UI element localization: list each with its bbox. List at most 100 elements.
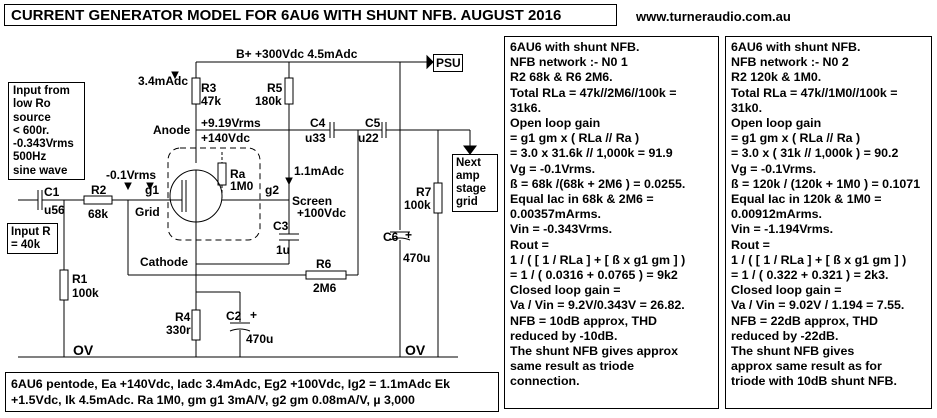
c6-value: 470u [403,251,431,265]
note-line: Vg = -0.1Vrms. [731,161,817,176]
notes-nfb-network-1: 6AU6 with shunt NFB. NFB network :- N0 1… [504,36,719,409]
next-stage-line: stage [456,183,487,195]
note-line: Open loop gain [510,116,601,131]
note-line: = 1 / ( 0.0316 + 0.0765 ) = 9k2 [510,268,678,283]
r7-label: R7 [416,185,432,199]
note-line: Rout = [510,237,549,252]
note-line: ß = 68k /(68k + 2M6 ) = 0.0255. [510,176,686,191]
c5-label: C5 [365,116,381,130]
c1-value: u56 [44,203,65,217]
note-line: The shunt NFB gives approx [510,344,678,359]
next-stage-box: Next amp stage grid [452,154,498,212]
screen-label: Screen [292,194,333,208]
grid-vrms: -0.1Vrms [106,168,157,182]
r7-value: 100k [404,198,431,212]
note-line: 0.00912mArms. [731,207,822,222]
input-line: -0.343Vrms [13,138,74,151]
note-line: NFB = 10dB approx, THD [510,313,657,328]
note-line: Rout = [731,237,770,252]
note-line: 31k0. [731,100,763,115]
input-line: sine wave [13,164,68,177]
note-line: NFB network :- N0 2 [731,55,849,70]
page-title: CURRENT GENERATOR MODEL FOR 6AU6 WITH SH… [4,4,617,26]
spec-line: 6AU6 pentode, Ea +140Vdc, Iadc 3.4mAdc, … [11,377,451,391]
r2-value: 68k [88,207,109,221]
r4-value: 330r [166,323,191,337]
r3-value: 47k [201,94,222,108]
input-line: < 600r. [13,124,50,137]
c6-label: C6 [383,230,399,244]
note-line: same result as triode [510,359,634,374]
r3-label: R3 [201,81,217,95]
psu-box: PSU [433,54,463,72]
current-34-label: 3.4mAdc [138,74,189,88]
input-r-line: = 40k [11,239,41,251]
g2-label: g2 [265,183,280,197]
c1-label: C1 [44,185,60,199]
anode-vrms: +9.19Vrms [201,116,261,130]
c4-value: u33 [305,131,326,145]
spec-line: +1.5Vdc, Ik 4.5mAdc. Ra 1M0, gm g1 3mA/V… [11,393,415,407]
r5-value: 180k [255,94,282,108]
r4-label: R4 [175,310,191,324]
current-11-label: 1.1mAdc [294,164,345,178]
note-line: Closed loop gain = [510,283,621,298]
note-line: NFB network :- N0 1 [510,55,628,70]
input-r-box: Input R = 40k [7,223,58,254]
note-line: = 3.0 x 31.6k // 1,000k = 91.9 [510,146,673,161]
note-line: Equal Iac in 120k & 1M0 = [731,192,882,207]
next-stage-line: amp [456,170,480,182]
r1-label: R1 [72,272,88,286]
c2-label: C2 [226,309,242,323]
input-source-box: Input from low Ro source < 600r. -0.343V… [8,82,85,180]
ra-value: 1M0 [230,179,254,193]
c4-label: C4 [310,116,326,130]
c2-plus: + [250,308,258,322]
next-stage-line: Next [456,157,481,169]
c3-value: 1u [276,243,291,257]
note-line: approx same result as for [731,359,882,374]
note-line: 0.00357mArms. [510,207,601,222]
cathode-label: Cathode [140,255,188,269]
ra-label: Ra [230,167,246,181]
note-line: Equal Iac in 68k & 2M6 = [510,192,654,207]
note-line: 1 / ( [ 1 / RLa ] + [ ß x g1 gm ] ) [510,252,686,267]
note-line: Closed loop gain = [731,283,842,298]
input-line: Input from [13,85,70,97]
anode-label: Anode [153,123,191,137]
note-line: NFB = 22dB approx, THD [731,313,878,328]
note-line: 31k6. [510,100,542,115]
input-line: 500Hz [13,151,47,164]
r6-label: R6 [316,257,332,271]
input-r-line: Input R [11,226,51,238]
r5-label: R5 [267,81,283,95]
website-url[interactable]: www.turneraudio.com.au [636,9,791,24]
notes-nfb-network-2: 6AU6 with shunt NFB. NFB network :- N0 2… [725,36,932,409]
c6-plus: + [405,228,413,242]
note-line: = g1 gm x ( RLa // Ra ) [510,131,640,146]
note-line: = 3.0 x ( 31k // 1,000k ) = 90.2 [731,146,899,161]
bplus-label: B+ +300Vdc 4.5mAdc [236,47,358,61]
r1-value: 100k [72,286,99,300]
ov-label-right: OV [405,342,426,358]
note-line: R2 120k & 1M0. [731,70,822,85]
note-line: Vin = -1.194Vrms. [731,222,834,237]
note-line: R2 68k & R6 2M6. [510,70,613,85]
note-line: reduced by -10dB. [510,328,618,343]
note-line: triode with 10dB shunt NFB. [731,374,897,389]
note-line: reduced by -22dB. [731,328,839,343]
input-line: source [13,111,51,124]
r6-value: 2M6 [313,281,337,295]
tube-specs-box: 6AU6 pentode, Ea +140Vdc, Iadc 3.4mAdc, … [5,372,499,412]
g1-label: g1 [145,183,160,197]
note-line: = 1 / ( 0.322 + 0.321 ) = 2k3. [731,268,889,283]
note-line: Va / Vin = 9.2V/0.343V = 26.82. [510,298,685,313]
next-stage-line: grid [456,196,478,208]
note-line: Va / Vin = 9.02V / 1.194 = 7.55. [731,298,905,313]
note-line: ß = 120k / (120k + 1M0 ) = 0.1071 [731,176,921,191]
note-line: 6AU6 with shunt NFB. [510,40,640,54]
note-line: = g1 gm x ( RLa // Ra ) [731,131,861,146]
note-line: Open loop gain [731,116,822,131]
input-line: low Ro [13,98,51,111]
